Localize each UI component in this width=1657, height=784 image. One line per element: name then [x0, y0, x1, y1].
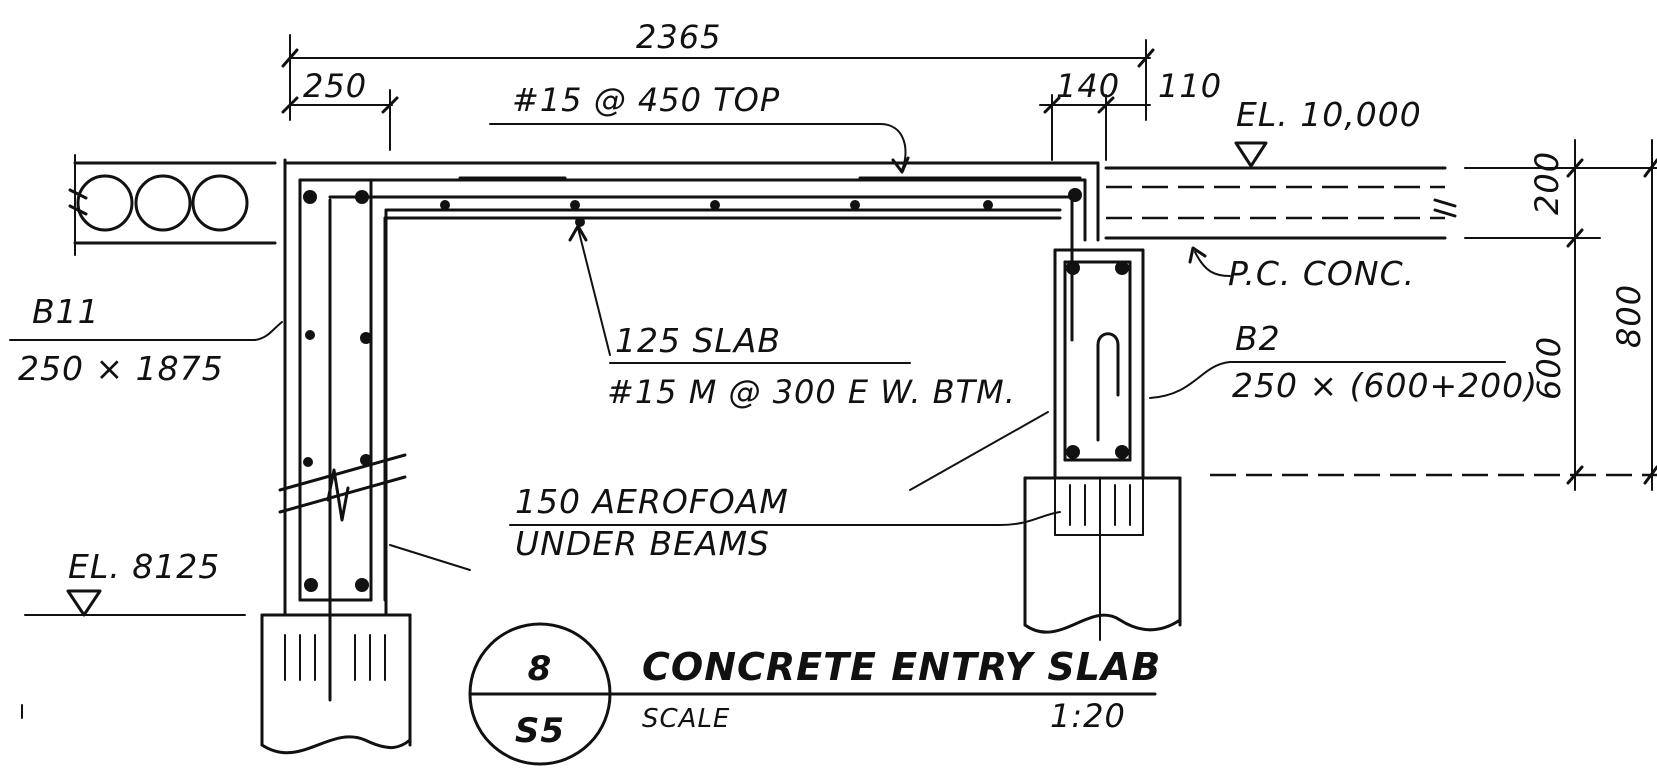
b2-leader — [1149, 361, 1231, 399]
pc-conc-leader — [1194, 251, 1231, 277]
b2-offset-dimension — [1039, 94, 1151, 161]
b11-width-text: 250 — [303, 67, 367, 105]
b11-rebar — [303, 190, 372, 702]
b11-leader — [254, 321, 283, 341]
elev-top-text: EL. 10,000 — [1236, 95, 1422, 134]
b2-mark-text: B2 — [1235, 319, 1281, 358]
detail-number: 8 — [528, 649, 553, 689]
b11-mark-text: B11 — [32, 292, 100, 331]
beam-depth-text: 600 — [1530, 336, 1568, 400]
b11-width-dimension — [281, 89, 399, 151]
b11-size-text: 250 × 1875 — [18, 349, 224, 388]
detail-bubble — [468, 622, 1157, 766]
top-bars-note: #15 @ 450 TOP — [512, 81, 780, 119]
slab-rebar — [440, 188, 1082, 227]
slab-arrow — [568, 224, 588, 242]
elev-bottom-marker — [66, 589, 102, 617]
slab-leader — [577, 227, 611, 356]
depth-dimensions — [1210, 139, 1657, 491]
total-depth-text: 800 — [1610, 284, 1648, 348]
overall-dimension-line — [281, 34, 1155, 121]
aerofoam-text-1: 150 AEROFOAM — [515, 482, 789, 521]
elev-top-marker — [1234, 141, 1268, 168]
pc-conc-text: P.C. CONC. — [1228, 254, 1415, 293]
elev-bottom-text: EL. 8125 — [68, 547, 220, 586]
detail-title: CONCRETE ENTRY SLAB — [642, 645, 1161, 689]
beam-b2 — [1053, 198, 1145, 480]
slab-label-text: 125 SLAB — [615, 321, 781, 360]
overall-dimension-text: 2365 — [636, 18, 721, 56]
sheet-number: S5 — [515, 711, 565, 751]
aerofoam-text-2: UNDER BEAMS — [515, 524, 770, 563]
slab-thk-text: 200 — [1528, 151, 1566, 215]
slab-bars-text: #15 M @ 300 E W. BTM. — [607, 373, 1016, 411]
grade-line-right — [909, 411, 1049, 491]
pc-concrete-plank — [1104, 166, 1457, 240]
beam-b11 — [278, 158, 412, 617]
b2-left-text: 140 — [1056, 67, 1120, 105]
pile-left — [260, 613, 412, 755]
scale-label: SCALE — [642, 704, 730, 734]
pc-conc-arrow — [1188, 246, 1207, 264]
entry-slab — [283, 161, 1100, 602]
pile-right — [1023, 476, 1182, 641]
grade-line-left — [389, 544, 471, 571]
top-bars-arrow — [891, 156, 910, 174]
scale-value: 1:20 — [1050, 697, 1126, 735]
hollow-core-plank — [68, 154, 277, 256]
b2-right-text: 110 — [1158, 67, 1222, 105]
b2-size-text: 250 × (600+200) — [1232, 366, 1538, 405]
aerofoam-leader — [999, 511, 1061, 526]
